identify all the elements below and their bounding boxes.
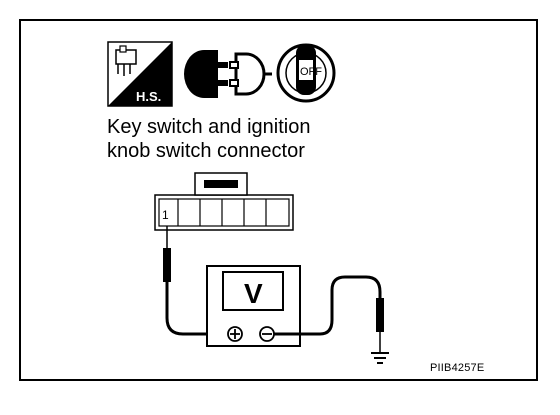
caption-line-1: Key switch and ignition xyxy=(107,116,311,138)
negative-terminal-icon xyxy=(259,326,275,342)
positive-test-lead xyxy=(163,226,226,336)
key-off-label: OFF xyxy=(300,66,322,78)
connector-caption: Key switch and ignition knob switch conn… xyxy=(107,115,407,163)
ignition-key-off-icon: OFF xyxy=(276,43,336,103)
caption-line-2: knob switch connector xyxy=(107,140,305,162)
ground-icon xyxy=(371,352,389,364)
pin-1-label: 1 xyxy=(162,208,169,222)
connector-lock-tab xyxy=(204,180,238,188)
voltmeter-label: V xyxy=(244,278,263,309)
negative-test-lead xyxy=(274,275,384,353)
figure-border xyxy=(19,19,538,381)
harness-side-icon-text: H.S. xyxy=(136,89,161,104)
disconnect-connector-icon xyxy=(184,50,272,98)
harness-side-icon: H.S. xyxy=(107,41,173,107)
figure-code: PIIB4257E xyxy=(430,362,485,374)
positive-terminal-icon xyxy=(227,326,243,342)
key-switch-connector: 1 xyxy=(154,172,294,231)
voltmeter-display xyxy=(222,271,284,311)
